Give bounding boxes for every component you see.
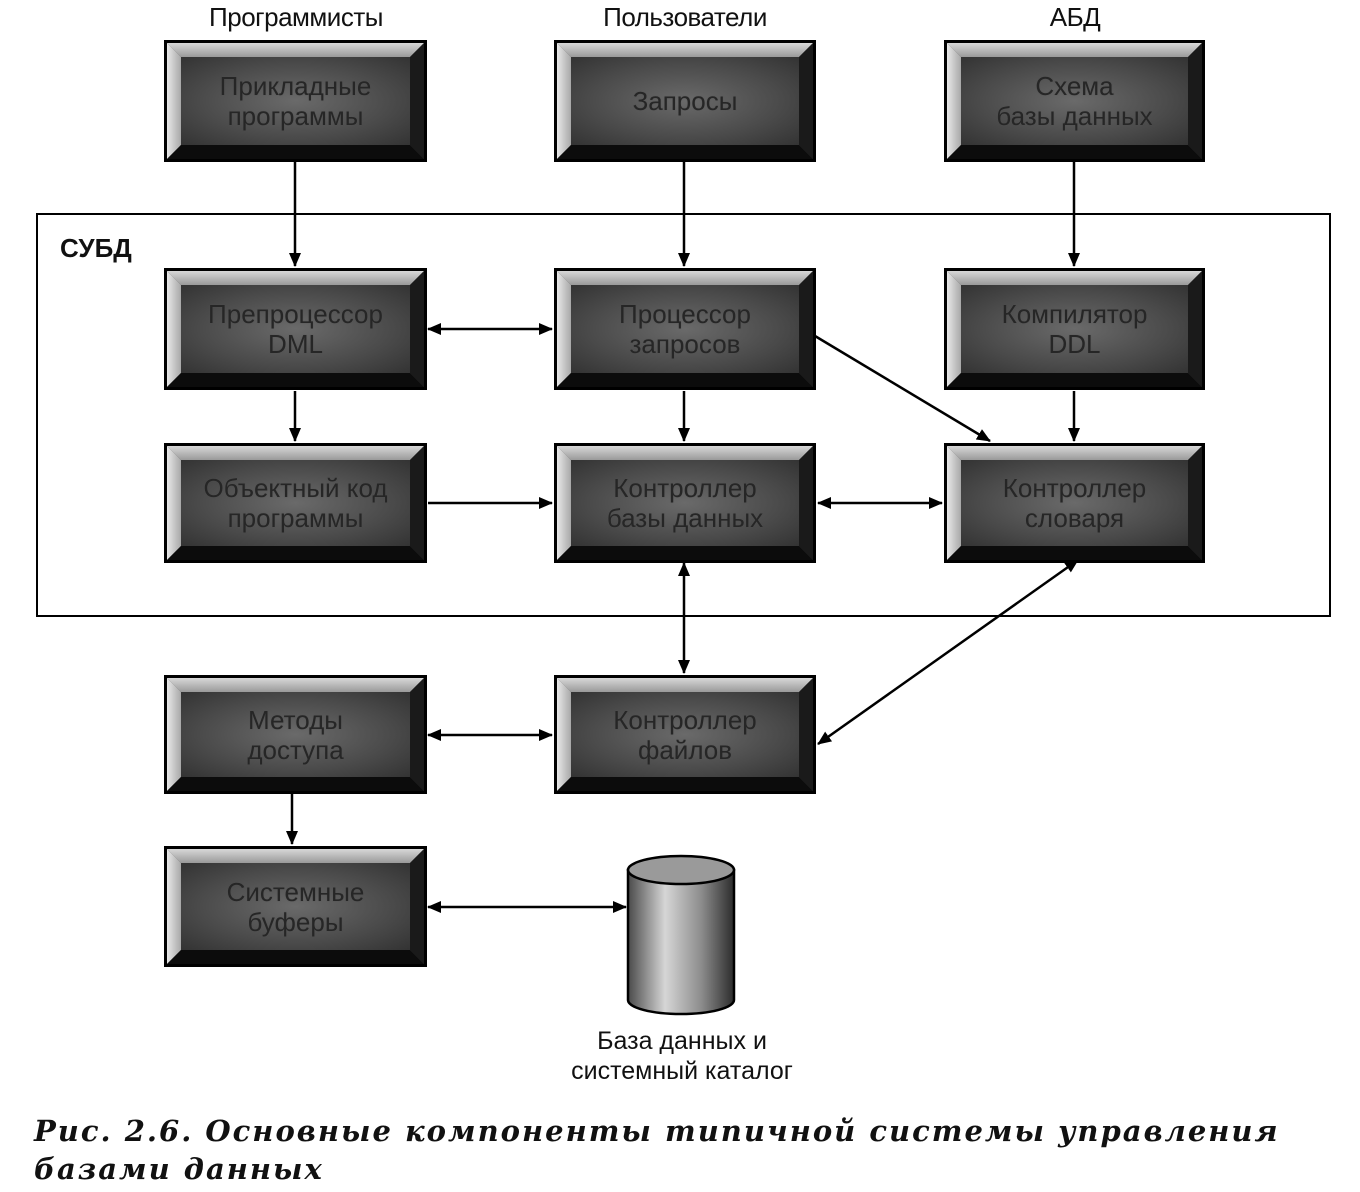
figure-caption: Рис. 2.6. Основные компоненты типичной с… (34, 1114, 1280, 1186)
database-label: База данных и системный каталог (571, 1027, 793, 1085)
arrow-query-processor-to-dictionary-manager (814, 334, 991, 443)
arrow-dictionary-manager-file-manager (817, 558, 1079, 746)
dbms-label: СУБД (60, 233, 132, 263)
actor-dba: АБД (1049, 2, 1101, 32)
actor-programmers: Программисты (209, 2, 383, 32)
queries-box: Запросы (554, 40, 816, 162)
actor-users: Пользователи (603, 2, 767, 32)
database-cylinder-icon (626, 854, 736, 1016)
